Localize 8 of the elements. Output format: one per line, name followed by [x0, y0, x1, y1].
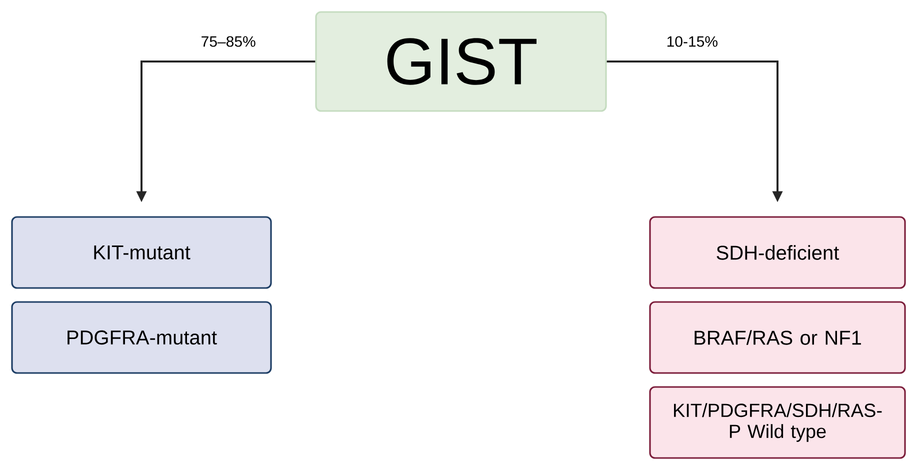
category-box: KIT-mutant: [11, 216, 272, 289]
category-box: BRAF/RAS or NF1: [649, 301, 906, 374]
category-box: SDH-deficient: [649, 216, 906, 289]
edge-label: 10-15%: [665, 35, 719, 48]
edge-label: 75–85%: [200, 35, 257, 48]
category-box: KIT/PDGFRA/SDH/RAS-P Wild type: [649, 386, 906, 459]
category-box: PDGFRA-mutant: [11, 301, 272, 374]
title-box: GIST: [315, 11, 607, 112]
